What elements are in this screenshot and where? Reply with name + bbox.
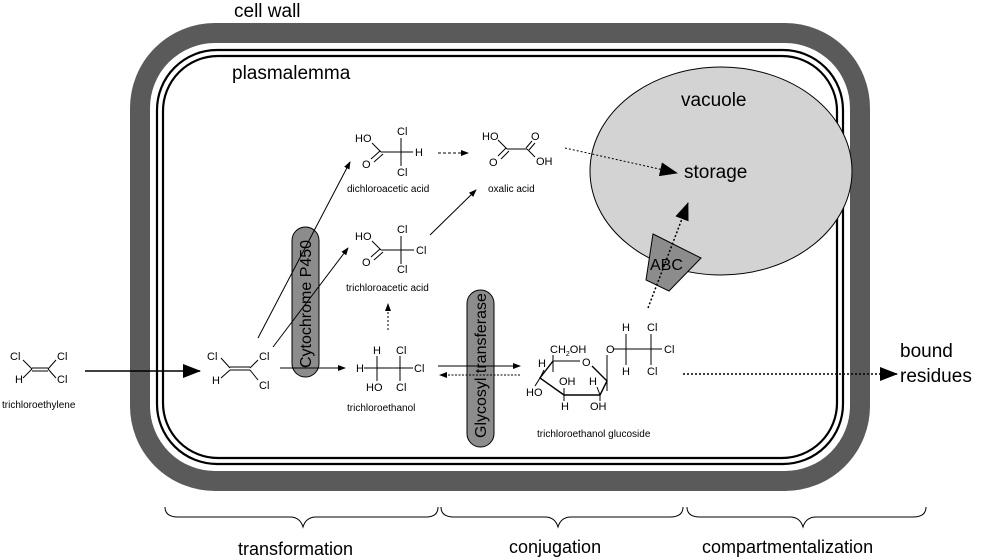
vacuole: [589, 66, 853, 276]
trichloroacetic-acid: HO Cl Cl O Cl trichloroacetic acid: [346, 224, 429, 294]
svg-text:HO: HO: [355, 231, 372, 243]
svg-text:OH: OH: [559, 376, 576, 388]
arrow-glucoside-to-abc: [647, 202, 689, 309]
svg-text:O: O: [531, 131, 540, 143]
svg-text:H: H: [356, 363, 364, 375]
plasmalemma-outer: [155, 48, 845, 466]
trichloroethylene-label: trichloroethylene: [2, 400, 76, 411]
svg-text:HO: HO: [366, 382, 383, 394]
svg-text:OH: OH: [590, 401, 607, 413]
svg-text:CH2OH: CH2OH: [550, 344, 586, 358]
cytochrome-p450-enzyme: [291, 226, 320, 378]
plasmalemma-inner: [161, 54, 839, 460]
svg-text:Cl: Cl: [396, 382, 406, 394]
svg-text:H: H: [589, 376, 597, 388]
svg-text:HO: HO: [482, 131, 499, 143]
storage-label: storage: [684, 162, 747, 183]
oxalic-acid-label: oxalic acid: [488, 184, 535, 195]
svg-text:Cl: Cl: [664, 344, 674, 356]
phase-label-compartmentalization: compartmentalization: [702, 537, 873, 557]
svg-text:HO: HO: [526, 387, 543, 399]
svg-text:H: H: [373, 345, 381, 357]
phase-label-conjugation: conjugation: [509, 537, 601, 557]
svg-text:Cl: Cl: [414, 363, 424, 375]
residues-label: residues: [900, 366, 972, 387]
oxalic-acid: HO O O OH oxalic acid: [482, 131, 553, 195]
svg-text:Cl: Cl: [647, 366, 657, 378]
svg-text:O: O: [606, 344, 615, 356]
svg-text:Cl: Cl: [397, 126, 407, 138]
cell-wall: [130, 23, 870, 491]
phase-label-transformation: transformation: [238, 539, 353, 559]
svg-text:Cl: Cl: [259, 380, 269, 392]
svg-text:HO: HO: [355, 133, 372, 145]
arrow-to-tca: [272, 247, 349, 348]
svg-text:Cl: Cl: [396, 345, 406, 357]
svg-text:O: O: [582, 357, 591, 369]
svg-text:Cl: Cl: [57, 351, 67, 363]
svg-text:H: H: [622, 322, 630, 334]
glycosyl-transferase-enzyme: [466, 289, 495, 448]
svg-text:Cl: Cl: [259, 351, 269, 363]
cytochrome-p450-label: Cytochrome P450: [298, 240, 315, 368]
svg-text:H: H: [622, 366, 630, 378]
vacuole-label: vacuole: [681, 90, 747, 111]
svg-text:Cl: Cl: [207, 351, 217, 363]
trichloroacetic-acid-label: trichloroacetic acid: [346, 283, 429, 294]
svg-text:Cl: Cl: [416, 245, 426, 257]
trichloroethylene-outside: Cl Cl H Cl trichloroethylene: [2, 351, 76, 411]
svg-text:H: H: [415, 147, 423, 159]
svg-text:H: H: [538, 358, 546, 370]
svg-text:Cl: Cl: [397, 264, 407, 276]
svg-text:OH: OH: [536, 156, 553, 168]
phase-brace-compartmentalization: [686, 506, 927, 529]
arrow-tca-to-oxalic: [429, 189, 477, 236]
arrow-to-dca: [257, 161, 351, 339]
bound-label: bound: [900, 341, 953, 362]
svg-text:O: O: [489, 157, 498, 169]
svg-text:H: H: [561, 401, 569, 413]
svg-text:O: O: [362, 257, 371, 269]
glycosyl-transferase-label: Glycosyl transferase: [473, 293, 490, 438]
svg-text:Cl: Cl: [647, 322, 657, 334]
svg-text:Cl: Cl: [397, 224, 407, 236]
svg-text:O: O: [362, 159, 371, 171]
svg-text:Cl: Cl: [57, 374, 67, 386]
svg-text:Cl: Cl: [397, 167, 407, 179]
phase-brace-transformation: [164, 506, 439, 529]
svg-text:Cl: Cl: [10, 351, 20, 363]
svg-text:H: H: [212, 375, 220, 387]
dichloroacetic-acid: HO Cl H O Cl dichloroacetic acid: [347, 126, 429, 195]
plasmalemma-label: plasmalemma: [232, 63, 351, 84]
trichloroethanol-glucoside: CH2OH O H HO OH H H OH O H H Cl Cl Cl tr…: [526, 322, 674, 440]
dichloroacetic-acid-label: dichloroacetic acid: [347, 184, 429, 195]
trichloroethanol-glucoside-label: trichloroethanol glucoside: [537, 429, 651, 440]
abc-label: ABC: [650, 257, 683, 274]
trichloroethylene-inside: Cl Cl H Cl: [207, 351, 269, 392]
svg-text:H: H: [15, 374, 23, 386]
cell-wall-label: cell wall: [234, 1, 301, 22]
phase-brace-conjugation: [440, 506, 684, 529]
trichloroethanol-label: trichloroethanol: [347, 403, 415, 414]
trichloroethanol: H Cl H Cl HO Cl trichloroethanol: [347, 345, 424, 414]
arrow-oxalic-to-storage: [564, 147, 678, 177]
